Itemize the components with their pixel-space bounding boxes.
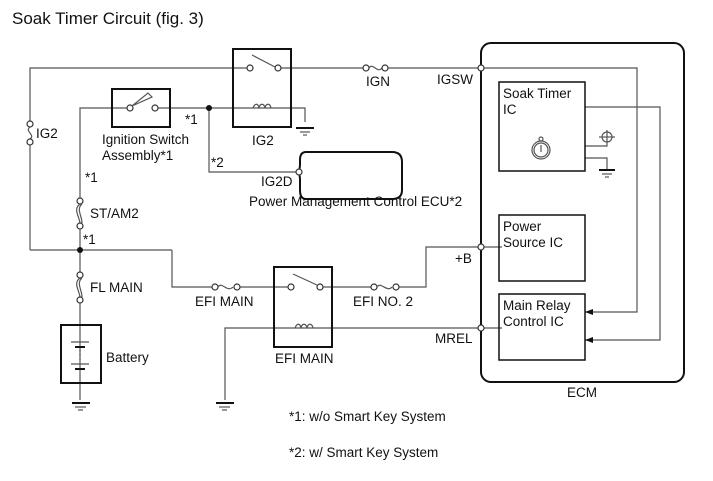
main-relay-ic-label-2: Control IC [503, 314, 564, 329]
power-source-ic-label-1: Power [503, 219, 542, 234]
ignition-switch-label-2: Assembly*1 [102, 148, 173, 163]
soak-timer-ic [498, 81, 615, 178]
ignition-switch [111, 88, 171, 128]
mark-1: *1 [185, 112, 198, 127]
soak-timer-ic-label-1: Soak Timer [503, 86, 572, 101]
power-source-ic [498, 214, 586, 282]
note-2: *2: w/ Smart Key System [289, 445, 438, 460]
relay-ig2-label: IG2 [252, 133, 274, 148]
fuse-efi-main-label: EFI MAIN [195, 294, 254, 309]
relay-efi-main-label: EFI MAIN [275, 351, 334, 366]
battery-label: Battery [106, 350, 149, 365]
junction-dot [77, 247, 83, 253]
ig2d-terminal-label: IG2D [261, 174, 293, 189]
fuse-ign [362, 64, 389, 72]
fuse-efi-no2-label: EFI NO. 2 [353, 294, 413, 309]
fuse-efi-main [211, 283, 241, 291]
power-supply-icon [599, 131, 615, 143]
main-relay-ic-label-1: Main Relay [503, 298, 571, 313]
fuse-efi-no2 [370, 283, 400, 291]
fuse-st-am2 [76, 197, 84, 230]
fuse-fl-main [76, 271, 84, 304]
note-1: *1: w/o Smart Key System [289, 409, 446, 424]
power-source-ic-label-2: Source IC [503, 235, 563, 250]
b-terminal-label: +B [455, 251, 472, 266]
arrow-icon [585, 337, 593, 343]
relay-ig2 [232, 48, 314, 136]
fuse-ig2-label: IG2 [36, 126, 58, 141]
stopwatch-icon [531, 136, 551, 160]
mrel-terminal-label: MREL [435, 331, 473, 346]
power-management-ecu [295, 151, 403, 200]
ecm-label: ECM [567, 385, 597, 400]
soak-timer-ic-label-2: IC [503, 102, 517, 117]
mark-1: *1 [83, 232, 96, 247]
fuse-st-am2-label: ST/AM2 [90, 206, 139, 221]
ecm-box [477, 42, 685, 383]
relay-efi-main [216, 266, 333, 411]
mark-1: *1 [85, 170, 98, 185]
ignition-switch-label-1: Ignition Switch [102, 132, 189, 147]
power-management-ecu-label: Power Management Control ECU*2 [249, 194, 462, 209]
diagram-title: Soak Timer Circuit (fig. 3) [12, 9, 204, 28]
battery-icon [60, 324, 102, 411]
igsw-terminal-label: IGSW [437, 72, 473, 87]
fuse-ig2 [26, 120, 34, 146]
main-relay-control-ic [498, 293, 586, 361]
arrow-icon [585, 309, 593, 315]
junction-dot [206, 105, 212, 111]
fuse-ign-label: IGN [366, 74, 390, 89]
fuse-fl-main-label: FL MAIN [90, 280, 143, 295]
ground-icon [599, 169, 615, 178]
mark-2: *2 [211, 155, 224, 170]
